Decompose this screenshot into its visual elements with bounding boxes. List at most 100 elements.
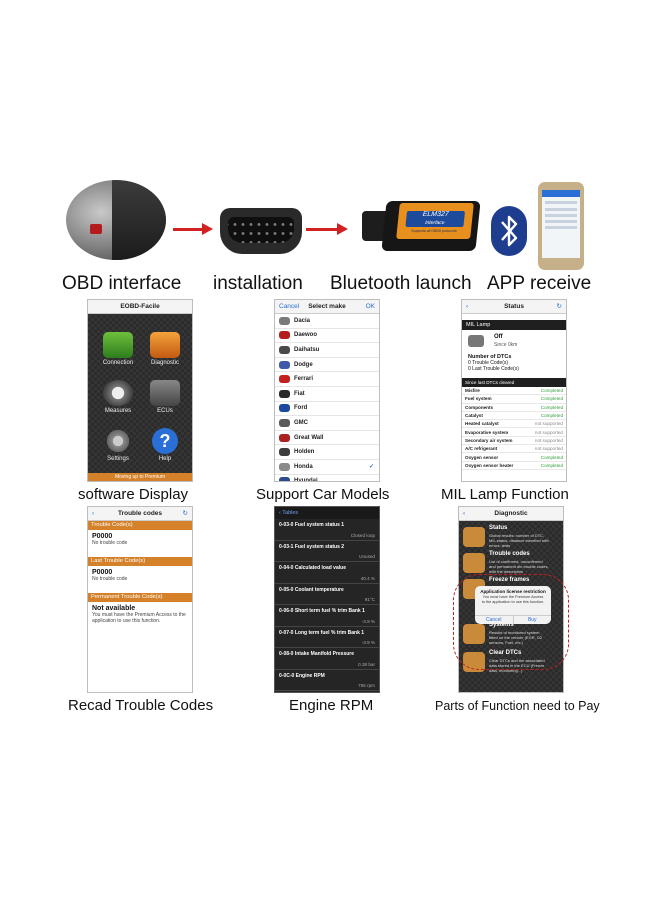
back-icon[interactable]: ‹ bbox=[463, 510, 466, 517]
menu-ecus[interactable]: ECUs bbox=[143, 380, 187, 414]
make-logo-icon bbox=[279, 316, 290, 325]
pid-name: 0-06-0 Short term fuel % trim Bank 1 bbox=[279, 608, 365, 614]
menu-connection-label: Connection bbox=[102, 360, 134, 366]
step-label-app-receive: APP receive bbox=[487, 273, 592, 294]
license-cancel-button[interactable]: Cancel bbox=[475, 616, 514, 624]
make-name: Ferrari bbox=[294, 376, 314, 383]
arrow-2 bbox=[306, 223, 348, 235]
menu-measures[interactable]: Measures bbox=[96, 380, 140, 414]
make-row[interactable]: Holden bbox=[275, 445, 379, 460]
premium-banner[interactable]: Moving up to Premium bbox=[88, 473, 192, 481]
monitor-name: Catalyst bbox=[465, 413, 483, 419]
make-row[interactable]: GMC bbox=[275, 416, 379, 431]
car-connection-icon bbox=[103, 332, 133, 358]
ok-link[interactable]: OK bbox=[365, 303, 375, 310]
make-name: Hyundai bbox=[294, 478, 318, 482]
diag-clear-desc: Clear DTCs and the associated data store… bbox=[489, 658, 545, 673]
make-name: Dodge bbox=[294, 361, 313, 368]
make-row[interactable]: Ford bbox=[275, 402, 379, 417]
monitor-name: Misfire bbox=[465, 388, 480, 394]
cancel-link[interactable]: Cancel bbox=[279, 303, 300, 310]
diag-status-desc: Global results: number of DTC, MIL statu… bbox=[489, 533, 549, 548]
make-row[interactable]: Dodge bbox=[275, 358, 379, 373]
refresh-icon[interactable]: ↻ bbox=[556, 303, 562, 310]
make-row[interactable]: Daihatsu bbox=[275, 343, 379, 358]
dtc-trouble: 0 Trouble Code(s) bbox=[468, 360, 509, 366]
arrow-1 bbox=[173, 223, 213, 235]
make-logo-icon bbox=[279, 345, 290, 354]
monitor-status: Completed bbox=[540, 454, 563, 460]
license-dialog-title: Application license restriction bbox=[480, 589, 546, 594]
trouble-title: Trouble codes bbox=[117, 510, 163, 517]
make-name: Ford bbox=[294, 405, 308, 412]
pid-row[interactable]: 0-07-0 Long term fuel % trim Bank 1-3.9 … bbox=[275, 627, 379, 648]
pid-row[interactable]: 0-0D-0 Vehicle speed bbox=[275, 691, 379, 692]
permanent-code-value: Not available bbox=[92, 605, 136, 612]
dashed-highlight bbox=[453, 574, 569, 670]
pid-row[interactable]: 0-06-0 Short term fuel % trim Bank 1-3.9… bbox=[275, 605, 379, 627]
pid-name: 0-03-0 Fuel system status 1 bbox=[279, 522, 345, 528]
diag-status-name: Status bbox=[489, 525, 508, 531]
diag-trouble-name: Trouble codes bbox=[489, 551, 530, 557]
diagnostic-title: Diagnostic bbox=[494, 510, 528, 517]
make-logo-icon bbox=[279, 418, 290, 427]
obd-port-photo bbox=[66, 180, 166, 260]
make-row[interactable]: Honda✓ bbox=[275, 460, 379, 475]
make-row[interactable]: Ferrari bbox=[275, 372, 379, 387]
make-name: Dacia bbox=[294, 317, 311, 324]
make-name: GMC bbox=[294, 419, 308, 426]
pid-name: 0-08-0 Intake Manifold Pressure bbox=[279, 651, 355, 657]
make-name: Great Wall bbox=[294, 434, 324, 441]
ecu-icon bbox=[150, 380, 180, 406]
adapter-sub: Interface bbox=[424, 220, 445, 226]
permanent-code-desc: You must have the Premium Access to the … bbox=[92, 612, 186, 624]
monitor-name: Oxygen sensor heater bbox=[465, 462, 514, 468]
monitor-status: Completed bbox=[540, 404, 563, 410]
tables-back-link[interactable]: ‹ Tables bbox=[275, 507, 379, 519]
monitor-name: Components bbox=[465, 404, 494, 410]
make-row[interactable]: Hyundai bbox=[275, 475, 379, 482]
menu-diagnostic-label: Diagnostic bbox=[150, 360, 179, 366]
status-icon bbox=[463, 527, 485, 547]
monitor-status: not supported bbox=[534, 437, 563, 443]
monitor-status: Completed bbox=[540, 396, 563, 402]
back-icon[interactable]: ‹ bbox=[466, 303, 469, 310]
make-logo-icon bbox=[279, 448, 290, 457]
menu-help-label: Help bbox=[158, 456, 172, 462]
make-row[interactable]: Fiat bbox=[275, 387, 379, 402]
make-row[interactable]: Daewoo bbox=[275, 329, 379, 344]
menu-settings[interactable]: Settings bbox=[96, 428, 140, 462]
make-row[interactable]: Dacia bbox=[275, 314, 379, 329]
make-row[interactable]: Great Wall bbox=[275, 431, 379, 446]
diag-systems-name: Systems bbox=[489, 622, 514, 628]
make-logo-icon bbox=[279, 360, 290, 369]
monitor-name: A/C refrigerant bbox=[465, 446, 498, 452]
refresh-icon[interactable]: ↻ bbox=[182, 510, 188, 517]
menu-help[interactable]: ?Help bbox=[143, 428, 187, 462]
monitor-row: Components Completed bbox=[462, 404, 566, 412]
license-buy-button[interactable]: Buy bbox=[527, 617, 537, 623]
menu-connection[interactable]: Connection bbox=[96, 332, 140, 366]
pid-name: 0-04-0 Calculated load value bbox=[279, 565, 346, 571]
back-icon[interactable]: ‹ bbox=[92, 510, 95, 517]
last-code-value: P0000 bbox=[92, 569, 113, 576]
step-label-installation: installation bbox=[213, 273, 303, 294]
pid-name: 0-03-1 Fuel system status 2 bbox=[279, 543, 345, 550]
menu-diagnostic[interactable]: Diagnostic bbox=[143, 332, 187, 366]
monitor-name: Evaporative system bbox=[465, 429, 509, 435]
